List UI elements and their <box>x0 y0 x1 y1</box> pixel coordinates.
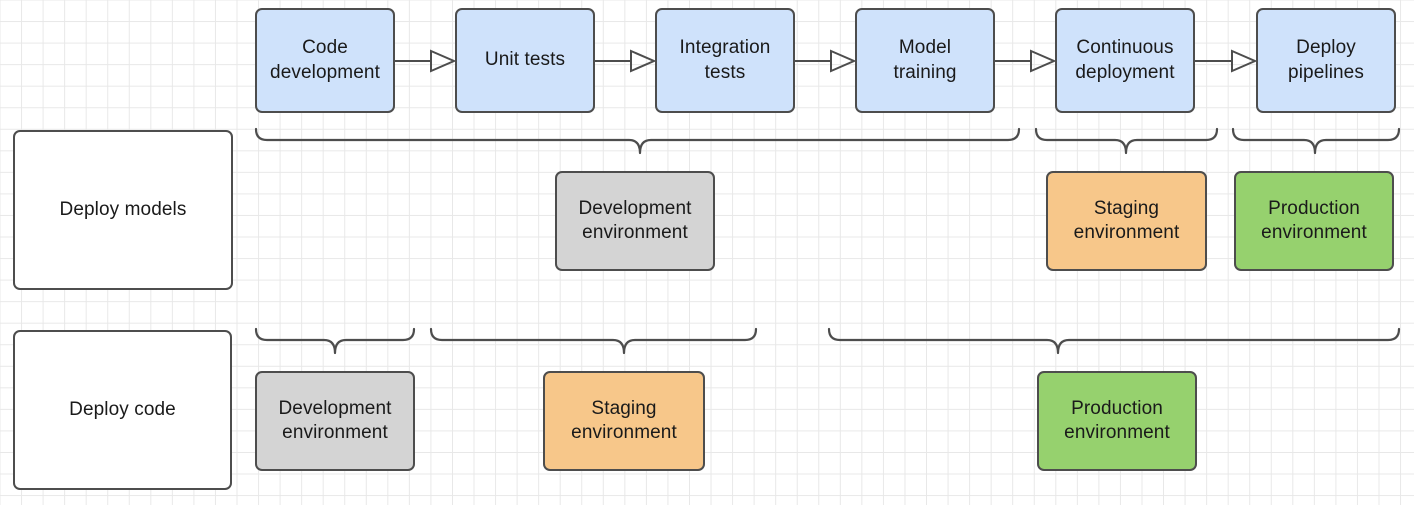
pipeline-arrow-5 <box>1195 49 1258 73</box>
environment-deploy-code-2[interactable]: Staging environment <box>543 371 705 471</box>
pipeline-step-2[interactable]: Unit tests <box>455 8 595 113</box>
pipeline-step-3[interactable]: Integration tests <box>655 8 795 113</box>
brace-deploy-models-3 <box>1231 127 1401 162</box>
pipeline-arrow-4 <box>995 49 1057 73</box>
brace-deploy-models-2 <box>1034 127 1219 162</box>
pipeline-arrow-2 <box>595 49 657 73</box>
brace-deploy-code-1 <box>254 327 416 362</box>
environment-deploy-models-2[interactable]: Staging environment <box>1046 171 1207 271</box>
brace-deploy-models-1 <box>254 127 1021 162</box>
pipeline-step-5[interactable]: Continuous deployment <box>1055 8 1195 113</box>
environment-deploy-models-1[interactable]: Development environment <box>555 171 715 271</box>
brace-deploy-code-3 <box>827 327 1401 362</box>
pipeline-step-4[interactable]: Model training <box>855 8 995 113</box>
row-label-deploy-code[interactable]: Deploy code <box>13 330 232 490</box>
pipeline-step-6[interactable]: Deploy pipelines <box>1256 8 1396 113</box>
environment-deploy-code-1[interactable]: Development environment <box>255 371 415 471</box>
brace-deploy-code-2 <box>429 327 758 362</box>
row-label-deploy-models[interactable]: Deploy models <box>13 130 233 290</box>
environment-deploy-models-3[interactable]: Production environment <box>1234 171 1394 271</box>
pipeline-arrow-3 <box>795 49 857 73</box>
environment-deploy-code-3[interactable]: Production environment <box>1037 371 1197 471</box>
pipeline-step-1[interactable]: Code development <box>255 8 395 113</box>
pipeline-arrow-1 <box>395 49 457 73</box>
